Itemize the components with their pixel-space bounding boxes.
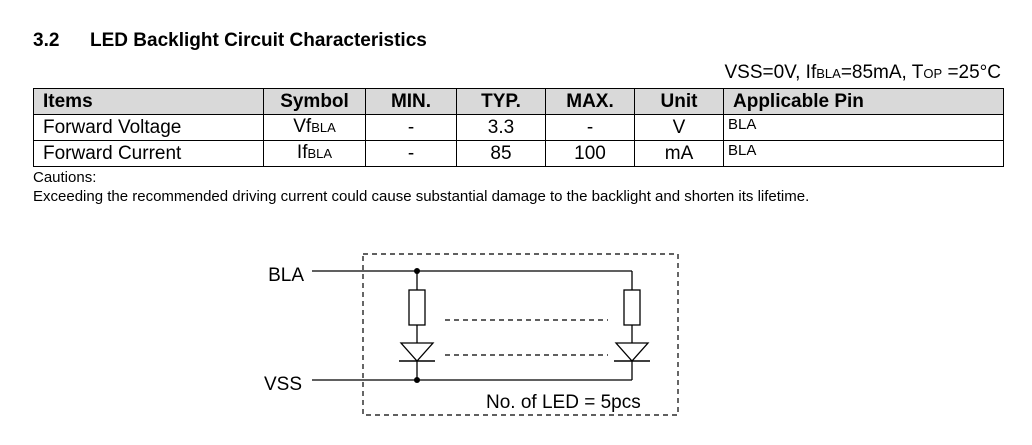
cell-max: 100 [545,140,635,167]
module-boundary [362,253,679,416]
condition-top-subscript: OP [923,66,943,81]
section-title: LED Backlight Circuit Characteristics [90,30,427,51]
cell-pin: BLA [723,140,1004,167]
section-number: 3.2 [33,30,60,51]
cell-pin: BLA [723,114,1004,141]
symbol-main: Vf [293,116,312,137]
cell-item: Forward Current [33,140,264,167]
condition-vss: VSS=0V, [724,62,806,83]
header-max: MAX. [545,88,635,115]
cautions-label: Cautions: [33,169,97,186]
symbol-subscript: BLA [307,146,333,161]
cell-item: Forward Voltage [33,114,264,141]
cell-typ: 85 [456,140,546,167]
table-header-row: Items Symbol MIN. TYP. MAX. Unit Applica… [33,88,1004,115]
table-row: Forward Voltage VfBLA - 3.3 - V BLA [33,114,1004,141]
cell-unit: mA [634,140,724,167]
condition-if-subscript: BLA [816,66,841,81]
section-heading: 3.2 LED Backlight Circuit Characteristics [33,30,427,52]
condition-top-value: =25°C [942,62,1001,83]
led-diode-icon [614,342,650,362]
header-symbol: Symbol [263,88,366,115]
vss-label: VSS [264,374,302,395]
cell-min: - [365,140,457,167]
cell-symbol: IfBLA [263,140,366,167]
led-branch-last [614,271,650,380]
condition-if-symbol: If [805,62,817,83]
characteristics-table: Items Symbol MIN. TYP. MAX. Unit Applica… [33,88,1004,167]
cautions-block: Cautions: Exceeding the recommended driv… [33,168,809,206]
led-count-label: No. of LED = 5pcs [486,392,641,413]
header-typ: TYP. [456,88,546,115]
test-conditions: VSS=0V, IfBLA=85mA, TOP =25°C [725,62,1002,84]
cell-min: - [365,114,457,141]
header-unit: Unit [634,88,724,115]
led-branch-first [399,268,435,383]
cell-max: - [545,114,635,141]
bla-label: BLA [268,265,304,286]
header-min: MIN. [365,88,457,115]
cautions-text: Exceeding the recommended driving curren… [33,188,810,205]
cell-unit: V [634,114,724,141]
symbol-subscript: BLA [311,120,336,135]
resistor-icon [408,289,426,326]
led-diode-icon [399,342,435,362]
cell-typ: 3.3 [456,114,546,141]
condition-top-symbol: T [911,62,924,83]
symbol-main: If [296,142,308,163]
junction-dot [414,377,420,383]
condition-if-value: =85mA, [840,62,912,83]
junction-dot [414,268,420,274]
resistor-icon [623,289,641,326]
table-row: Forward Current IfBLA - 85 100 mA BLA [33,140,1004,167]
